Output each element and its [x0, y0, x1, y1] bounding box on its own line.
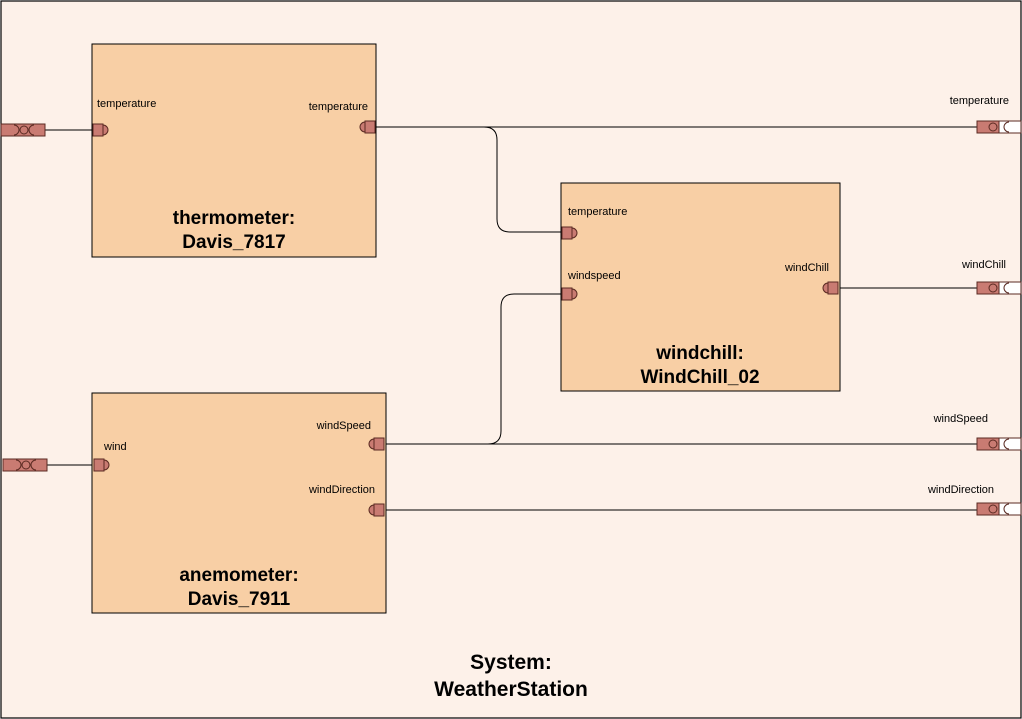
port-label-thermometer-in: temperature — [97, 98, 156, 110]
component-type-anemometer: Davis_7911 — [188, 589, 291, 610]
system-name: WeatherStation — [434, 678, 588, 701]
port-thermometer-in[interactable] — [92, 123, 109, 137]
system-port-right-winddirection[interactable] — [976, 502, 1022, 516]
port-windchill-out[interactable] — [822, 281, 839, 295]
system-port-label-windchill: windChill — [961, 259, 1006, 271]
port-anemometer-in[interactable] — [93, 458, 110, 472]
system-title: System: — [470, 651, 552, 674]
port-windchill-temperature[interactable] — [561, 226, 578, 240]
port-anemometer-speed[interactable] — [368, 437, 385, 451]
connector-thermometer-to-windchill — [376, 126, 566, 233]
port-windchill-windspeed[interactable] — [561, 287, 578, 301]
connector-anemometer-to-windchill — [386, 293, 566, 445]
system-port-left-wind[interactable] — [2, 458, 48, 472]
port-label-windchill-temperature: temperature — [568, 206, 627, 218]
system-port-left-temperature[interactable] — [0, 123, 46, 137]
port-label-windchill-out: windChill — [784, 262, 829, 274]
system-port-right-windchill[interactable] — [976, 281, 1022, 295]
port-label-anemometer-speed: windSpeed — [316, 420, 371, 432]
component-title-thermometer: thermometer: — [173, 208, 295, 229]
port-label-thermometer-out: temperature — [309, 101, 368, 113]
component-type-thermometer: Davis_7817 — [182, 232, 286, 253]
system-port-label-winddirection: windDirection — [927, 484, 994, 496]
connectors — [44, 126, 978, 511]
component-type-windchill: WindChill_02 — [640, 367, 759, 388]
component-windchill[interactable]: temperature windspeed windChill windchil… — [560, 182, 841, 392]
port-label-windchill-windspeed: windspeed — [567, 270, 621, 282]
port-label-anemometer-in: wind — [103, 441, 127, 453]
system-port-right-windspeed[interactable] — [976, 437, 1022, 451]
component-thermometer[interactable]: temperature temperature thermometer: Dav… — [91, 43, 377, 258]
system-port-right-temperature[interactable] — [976, 120, 1022, 134]
port-label-anemometer-direction: windDirection — [308, 484, 375, 496]
port-anemometer-direction[interactable] — [368, 503, 385, 517]
component-title-anemometer: anemometer: — [179, 565, 298, 586]
port-thermometer-out[interactable] — [359, 120, 376, 134]
system-port-label-temperature: temperature — [950, 95, 1009, 107]
system-port-label-windspeed: windSpeed — [933, 413, 988, 425]
component-anemometer[interactable]: wind windSpeed windDirection anemometer:… — [91, 392, 387, 614]
component-title-windchill: windchill: — [655, 343, 744, 364]
